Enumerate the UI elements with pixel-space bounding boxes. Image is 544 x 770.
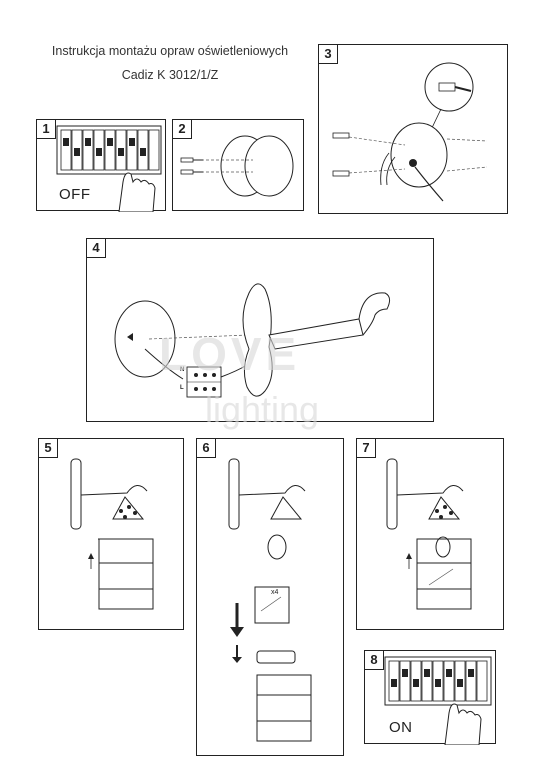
step-5-panel: 5 (38, 438, 184, 630)
lamp-assembly-illustration (114, 283, 391, 398)
bulb-glass-illustration (228, 458, 312, 742)
watermark-lighting: lighting (205, 389, 320, 430)
step-5-number: 5 (39, 439, 58, 458)
step-7-panel: 7 (356, 438, 504, 630)
step-2-number: 2 (173, 120, 192, 139)
step-6-panel: 6 x4 (196, 438, 344, 756)
step-4-panel: 4 N L LOVE lighting (86, 238, 434, 430)
lamp-complete-illustration (386, 458, 472, 610)
lamp-installed-illustration (70, 458, 154, 610)
step-1-panel: 1 OFF (36, 119, 166, 212)
on-label: ON (389, 719, 413, 736)
product-model: Cadiz K 3012/1/Z (121, 68, 219, 82)
breaker-on-illustration (384, 656, 492, 745)
step-2-panel: 2 (172, 119, 304, 211)
step-4-number: 4 (87, 239, 106, 258)
breaker-off-illustration (56, 125, 162, 212)
step-6-number: 6 (197, 439, 216, 458)
step-7-number: 7 (357, 439, 376, 458)
cable-connection-illustration (332, 62, 488, 202)
step-3-panel: 3 (318, 44, 508, 214)
step-3-number: 3 (319, 45, 338, 64)
watermark-love: LOVE (159, 328, 301, 380)
terminal-l-label: L (180, 385, 184, 391)
step-1-number: 1 (37, 120, 56, 139)
glass-quantity-label: x4 (271, 589, 279, 596)
step-8-panel: 8 ON (364, 650, 496, 745)
step-8-number: 8 (365, 651, 384, 670)
off-label: OFF (59, 186, 91, 203)
mounting-plate-illustration (180, 135, 294, 197)
manual-title: Instrukcja montażu opraw oświetleniowych (51, 44, 289, 58)
terminal-n-label: N (180, 367, 185, 373)
